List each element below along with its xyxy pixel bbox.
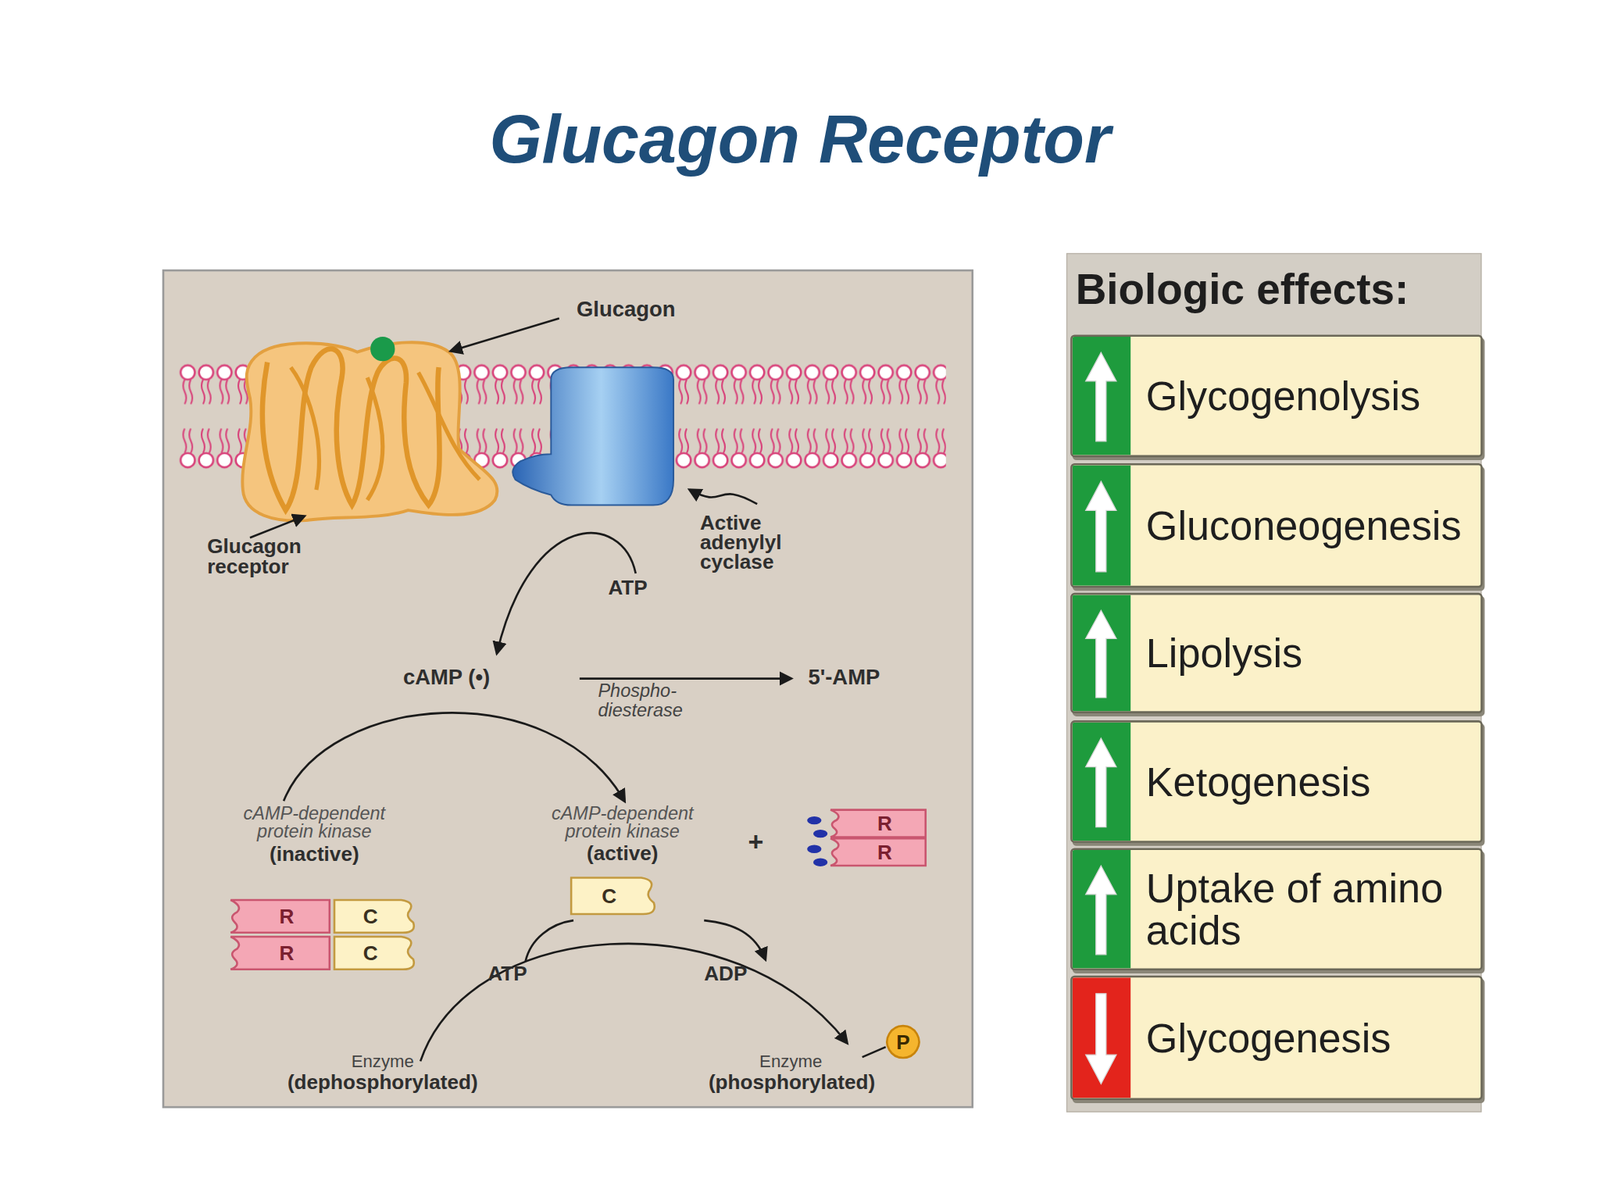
regulatory-subunit-shape (230, 900, 330, 933)
metabolite-label: ATP (487, 963, 527, 985)
effect-text: Gluconeogenesis (1146, 503, 1462, 547)
direction-strip (1072, 336, 1131, 456)
adenylyl-cyclase-symbol (512, 367, 674, 505)
effect-box: Gluconeogenesis (1070, 463, 1483, 588)
effect-text-wrap: Uptake of amino acids (1146, 850, 1475, 969)
catalytic-subunit: C (332, 934, 419, 972)
enzyme-label: cAMP-dependent protein kinase (222, 803, 407, 841)
subunit-letter: R (279, 906, 295, 927)
node-text-wrap: R (828, 807, 929, 839)
effect-text: Glycogenolysis (1146, 374, 1421, 418)
up-arrow (1072, 850, 1131, 969)
effect-text: Lipolysis (1146, 631, 1303, 675)
arrow-shape (1085, 738, 1117, 828)
effect-text-wrap: Gluconeogenesis (1146, 465, 1475, 586)
up-arrow (1072, 722, 1131, 842)
molecule-label: Glucagon (576, 297, 675, 321)
subunit-letter: C (363, 906, 379, 927)
subunit-letter: R (279, 942, 295, 964)
state-label: (phosphorylated) (618, 1071, 966, 1093)
regulatory-subunit: R (228, 897, 333, 935)
effects-panel: Biologic effects: GlycogenolysisGluconeog… (1066, 253, 1483, 1113)
regulatory-subunit: R (228, 934, 333, 972)
node-text-wrap: R (828, 836, 929, 868)
down-arrow (1072, 977, 1131, 1098)
effect-text: Uptake of amino acids (1146, 866, 1475, 953)
effect-text: Ketogenesis (1146, 760, 1372, 804)
up-arrow (1072, 594, 1131, 711)
enzyme-label: Enzyme (709, 1053, 873, 1072)
effect-box: Ketogenesis (1070, 720, 1483, 843)
enzyme-label: Phospho- diesterase (597, 681, 725, 720)
metabolite-label: ATP (607, 577, 647, 599)
node-text-wrap: C (569, 875, 660, 917)
left-panel (163, 270, 973, 1108)
node-text-wrap: P (885, 1024, 921, 1059)
camp-dots (807, 816, 828, 867)
effect-box: Uptake of amino acids (1070, 847, 1483, 971)
slide-title: Glucagon Receptor (0, 102, 1600, 177)
glucagon-receptor-symbol (242, 342, 497, 521)
phosphate-circle: P (885, 1024, 921, 1059)
direction-strip (1072, 977, 1131, 1098)
regulatory-subunit-shape (830, 838, 926, 866)
state-label: (inactive) (222, 843, 407, 865)
enzyme-label: Enzyme (300, 1053, 465, 1072)
catalytic-subunit-shape (334, 936, 415, 970)
node-text-wrap: R (228, 897, 333, 935)
effect-text-wrap: Glycogenesis (1146, 977, 1475, 1098)
catalytic-subunit: C (569, 875, 660, 917)
part-label: Glucagon receptor (207, 535, 361, 577)
catalytic-subunit: C (332, 897, 419, 935)
direction-strip (1072, 850, 1131, 969)
phosphate-circle-shape (886, 1025, 919, 1058)
effect-text-wrap: Ketogenesis (1146, 722, 1475, 842)
node-text-wrap: R (228, 934, 333, 972)
effect-text: Glycogenesis (1146, 1016, 1392, 1060)
regulatory-subunit: R (828, 807, 929, 839)
metabolite-label: ADP (703, 963, 747, 985)
arrow-shape (1085, 610, 1117, 698)
effect-box: Glycogenesis (1070, 975, 1483, 1100)
arrow-shape (1085, 352, 1117, 442)
regulatory-subunit-shape (230, 936, 330, 970)
part-label: Active adenylyl cyclase (700, 513, 823, 572)
state-label: (dephosphorylated) (193, 1071, 572, 1093)
panel-heading: Biologic effects: (1075, 264, 1410, 316)
enzyme-label: cAMP-dependent protein kinase (530, 803, 715, 841)
arrow-shape (1085, 993, 1117, 1085)
subunit-letter: R (877, 813, 893, 834)
regulatory-subunit-shape (830, 810, 926, 838)
direction-strip (1072, 722, 1131, 842)
subunit-letter: C (601, 885, 617, 907)
glucagon-molecule (370, 336, 395, 361)
node-text-wrap: C (332, 897, 419, 935)
state-label: (active) (530, 842, 715, 865)
effect-box: Glycogenolysis (1070, 334, 1483, 458)
effect-box: Lipolysis (1070, 592, 1483, 714)
arrow-shape (1085, 865, 1117, 955)
effect-text-wrap: Lipolysis (1146, 594, 1475, 711)
direction-strip (1072, 465, 1131, 586)
node-text-wrap: C (332, 934, 419, 972)
direction-strip (1072, 594, 1131, 711)
metabolite-label: 5'-AMP (807, 666, 880, 690)
subunit-letter: C (363, 942, 379, 964)
pathway-arrows (250, 318, 886, 1062)
subunit-letter: P (896, 1031, 910, 1052)
catalytic-subunit-shape (334, 900, 415, 933)
arrow-shape (1085, 481, 1117, 572)
metabolite-label: cAMP (•) (403, 666, 490, 690)
up-arrow (1072, 465, 1131, 586)
subunit-letter: R (877, 842, 893, 863)
up-arrow (1072, 336, 1131, 456)
effect-text-wrap: Glycogenolysis (1146, 336, 1475, 456)
catalytic-subunit-shape (571, 878, 655, 915)
plus-sign: + (747, 828, 764, 858)
regulatory-subunit: R (828, 836, 929, 868)
